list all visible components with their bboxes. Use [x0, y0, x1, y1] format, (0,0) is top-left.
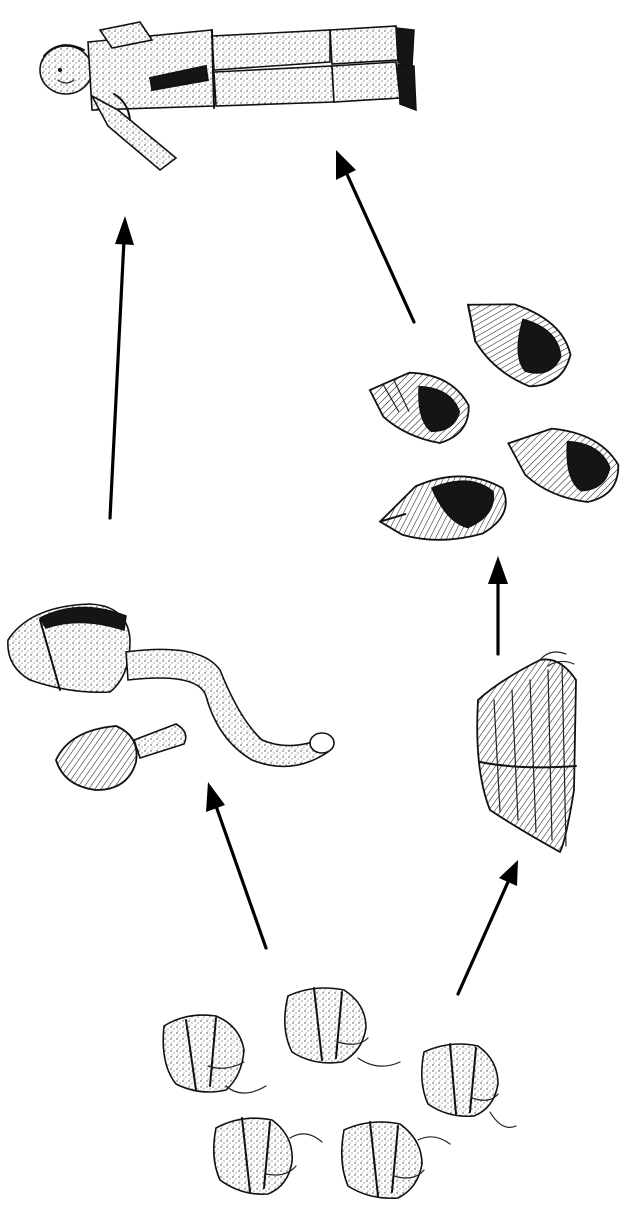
arrow-shipworm-to-human [110, 216, 134, 518]
arrow-barnacle-to-whelks [488, 556, 508, 654]
arrow-whelks-to-human [336, 150, 414, 322]
shipworm-icon [8, 604, 334, 790]
whelk-shells-icon [363, 286, 624, 549]
human-figure-icon [40, 22, 416, 170]
arrow-plankton-to-shipworm [206, 782, 266, 948]
arrow-plankton-to-barnacle [458, 860, 518, 994]
barnacle-icon [477, 652, 576, 852]
dinoflagellates-icon [163, 988, 516, 1198]
